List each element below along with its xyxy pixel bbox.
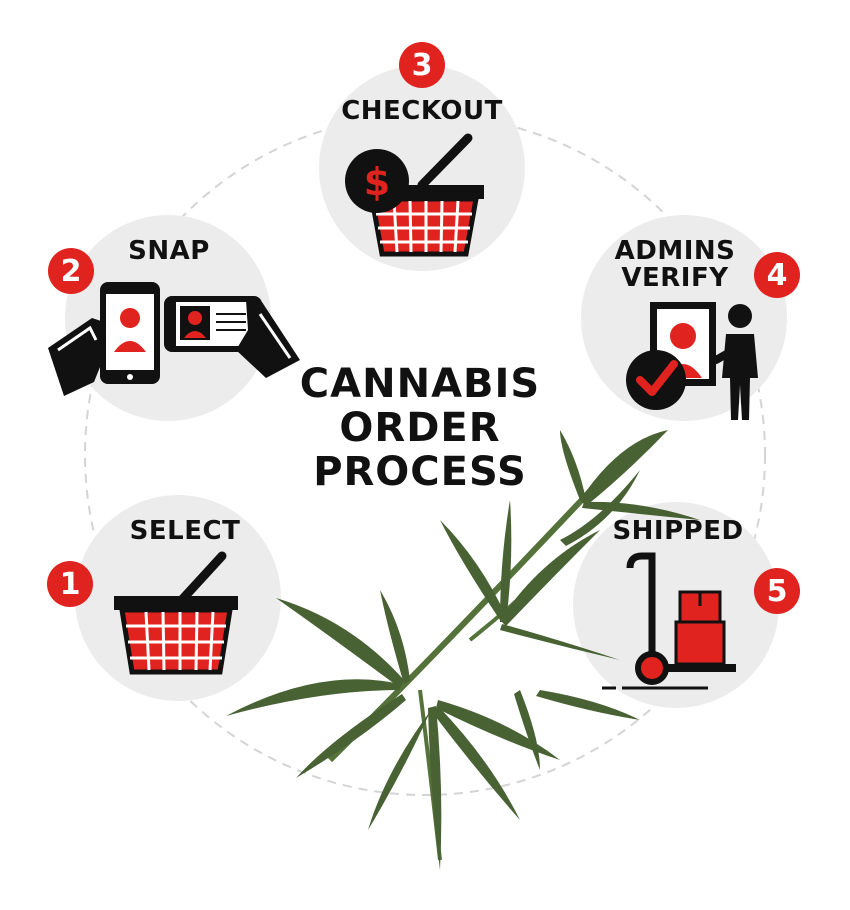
shopping-basket-icon [114, 551, 238, 675]
step-label-checkout: CHECKOUT [341, 96, 503, 126]
step-circle-shipped [573, 502, 779, 708]
step-badge-3: 3 [399, 42, 445, 88]
title-line-2: ORDER [339, 405, 501, 451]
title-line-3: PROCESS [313, 449, 527, 495]
step-label-select: SELECT [129, 516, 241, 546]
step-badge-1: 1 [47, 561, 93, 607]
step-label-verify-line1: ADMINS [614, 236, 736, 266]
step-badge-4: 4 [754, 252, 800, 298]
cannabis-leaf-icon [226, 430, 700, 870]
phone-photo-id-icon [48, 282, 300, 396]
title-line-1: CANNABIS [299, 361, 541, 407]
step-label-snap: SNAP [128, 236, 210, 266]
basket-dollar-icon: $ [345, 133, 484, 257]
svg-text:$: $ [364, 160, 390, 204]
diagram-title: CANNABIS ORDER PROCESS [270, 362, 570, 494]
step-label-shipped: SHIPPED [612, 516, 744, 546]
step-badge-5: 5 [754, 568, 800, 614]
admin-verify-icon [626, 302, 758, 420]
step-label-verify-line2: VERIFY [621, 263, 729, 294]
step-label-verify: ADMINS VERIFY [600, 236, 750, 294]
step-badge-2: 2 [48, 248, 94, 294]
hand-truck-boxes-icon [602, 552, 736, 690]
